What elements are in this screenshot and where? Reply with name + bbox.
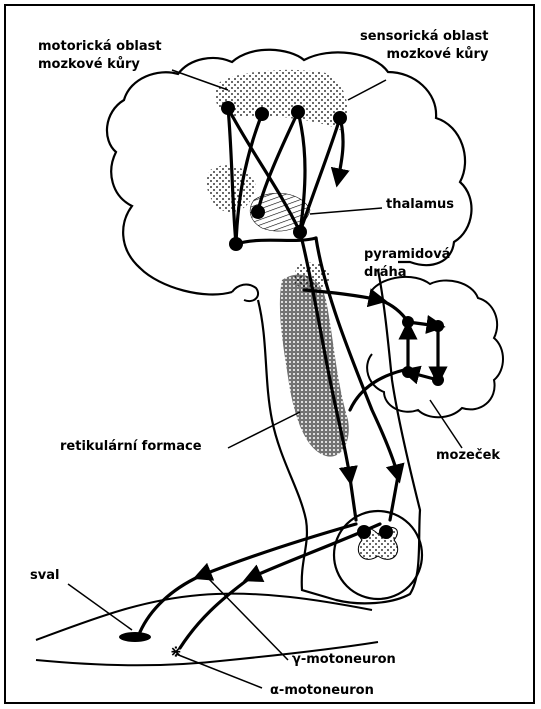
label-motor-cortex: motorická oblast mozkové kůry bbox=[38, 38, 162, 74]
label-muscle: sval bbox=[30, 567, 59, 585]
label-alpha-motoneuron: α-motoneuron bbox=[270, 682, 374, 700]
label-cerebellum: mozeček bbox=[436, 447, 500, 465]
label-pyramidal-tract: pyramidová dráha bbox=[364, 246, 450, 282]
label-thalamus: thalamus bbox=[386, 196, 454, 214]
label-reticular-formation: retikulární formace bbox=[60, 438, 202, 456]
label-sensory-cortex: sensorická oblast mozkové kůry bbox=[360, 28, 488, 64]
svg-text:⋇: ⋇ bbox=[170, 644, 182, 660]
label-gamma-motoneuron: γ-motoneuron bbox=[292, 651, 396, 669]
